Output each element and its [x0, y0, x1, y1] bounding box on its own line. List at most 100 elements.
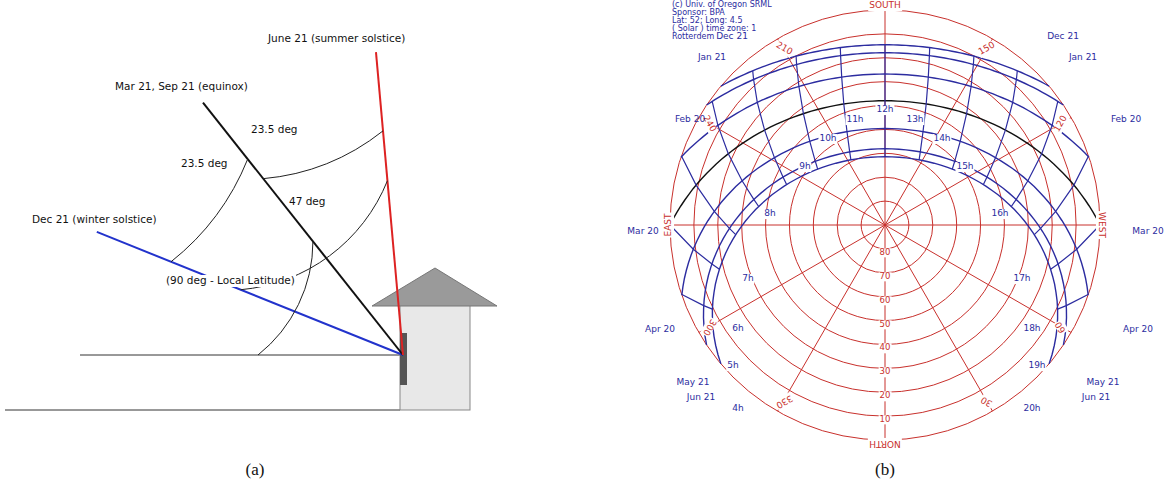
angle-label: 23.5 deg	[250, 124, 299, 136]
angle-rays	[97, 52, 403, 355]
date-label: Dec 21	[716, 32, 748, 42]
hour-line	[753, 71, 787, 185]
compass-direction: WEST	[1096, 211, 1106, 239]
ray-label: Dec 21 (winter solstice)	[32, 214, 157, 226]
compass-direction: EAST	[664, 212, 674, 237]
azimuth-line	[885, 225, 993, 411]
hour-label: 18h	[1022, 324, 1041, 334]
hour-line	[952, 56, 974, 169]
hour-line	[712, 101, 759, 206]
angle-label: 47 deg	[288, 196, 327, 208]
azimuth-line	[885, 10, 886, 225]
hour-label: 11h	[845, 115, 864, 125]
hour-label: 20h	[1022, 404, 1041, 414]
hour-label: 10h	[818, 134, 837, 144]
altitude-number: 70	[879, 272, 892, 281]
panel-caption: (a)	[246, 461, 265, 480]
chart-header: Rotterdem	[672, 33, 714, 42]
hour-line	[682, 156, 736, 234]
altitude-number: 50	[879, 320, 892, 329]
ray-label: Mar 21, Sep 21 (equinox)	[115, 81, 248, 93]
hour-label: 19h	[1027, 361, 1046, 371]
altitude-number: 80	[879, 248, 892, 257]
compass-direction: SOUTH	[868, 1, 902, 11]
azimuth-line	[778, 225, 886, 411]
azimuth-line	[885, 225, 1100, 226]
altitude-number: 40	[879, 344, 892, 353]
hour-label: 14h	[932, 134, 951, 144]
date-label: Apr 20	[645, 325, 675, 335]
sun-path-chart	[670, 10, 1100, 440]
hour-label: 13h	[905, 115, 924, 125]
altitude-number: 30	[879, 368, 892, 377]
ray-label: June 21 (summer solstice)	[268, 33, 405, 45]
hour-line	[983, 71, 1017, 185]
azimuth-number: 30	[978, 393, 995, 408]
hour-line	[670, 225, 719, 269]
house-roof	[372, 268, 497, 306]
azimuth-line	[670, 225, 885, 226]
equinox-ray	[203, 103, 403, 355]
date-label: Feb 20	[675, 115, 705, 125]
azimuth-line	[699, 225, 885, 333]
horizon-line	[80, 355, 403, 356]
date-label: Feb 20	[1111, 115, 1141, 125]
date-label: Dec 21	[1047, 32, 1079, 42]
altitude-number: 60	[879, 296, 892, 305]
azimuth-number: 330	[773, 392, 795, 410]
ground-line	[5, 410, 400, 411]
azimuth-number: 150	[976, 40, 998, 58]
azimuth-line	[885, 225, 1071, 333]
date-label: Jan 21	[698, 53, 726, 63]
date-label: Jan 21	[1069, 53, 1097, 63]
house-wall	[400, 305, 470, 410]
hour-line	[919, 48, 930, 160]
hour-label: 16h	[990, 209, 1009, 219]
angle-label: 23.5 deg	[180, 158, 229, 170]
date-label: Jun 21	[687, 393, 715, 403]
date-label: Apr 20	[1123, 325, 1153, 335]
altitude-number: 20	[879, 392, 892, 401]
panel-caption: (b)	[875, 461, 895, 480]
hour-label: 15h	[955, 162, 974, 172]
summer-ray	[376, 52, 403, 355]
hour-line	[682, 295, 713, 310]
hour-label: 4h	[731, 404, 744, 414]
hour-label: 7h	[741, 274, 754, 284]
angle-label: (90 deg - Local Latitude)	[165, 275, 296, 287]
altitude-circle	[670, 10, 1100, 440]
date-label: Mar 20	[627, 227, 658, 237]
hour-line	[884, 45, 885, 157]
azimuth-line	[778, 39, 886, 225]
compass-direction: NORTH	[868, 438, 902, 448]
date-label: May 21	[677, 378, 710, 388]
azimuth-number: 300	[700, 316, 718, 338]
arc-summer	[263, 131, 383, 179]
hour-line	[796, 56, 818, 169]
azimuth-line	[885, 39, 993, 225]
hour-line	[1011, 101, 1058, 206]
hour-label: 12h	[875, 105, 894, 115]
hour-label: 9h	[798, 162, 811, 172]
date-curve	[704, 149, 1067, 345]
arc-winter	[171, 159, 248, 262]
hour-label: 8h	[763, 209, 776, 219]
hour-line	[1034, 156, 1088, 234]
azimuth-number: 210	[773, 40, 795, 58]
hour-line	[840, 48, 851, 160]
latitude-arc	[258, 241, 313, 355]
arc-47	[241, 181, 388, 290]
hour-line	[1058, 295, 1089, 310]
date-curve	[712, 157, 1057, 364]
hour-label: 5h	[726, 361, 739, 371]
hour-line	[1051, 225, 1100, 269]
date-label: Jun 21	[1082, 393, 1110, 403]
date-label: May 21	[1087, 378, 1120, 388]
altitude-number: 10	[879, 415, 892, 424]
winter-ray	[97, 232, 403, 355]
hour-label: 6h	[731, 324, 744, 334]
hour-label: 17h	[1012, 274, 1031, 284]
date-label: Mar 20	[1132, 227, 1163, 237]
